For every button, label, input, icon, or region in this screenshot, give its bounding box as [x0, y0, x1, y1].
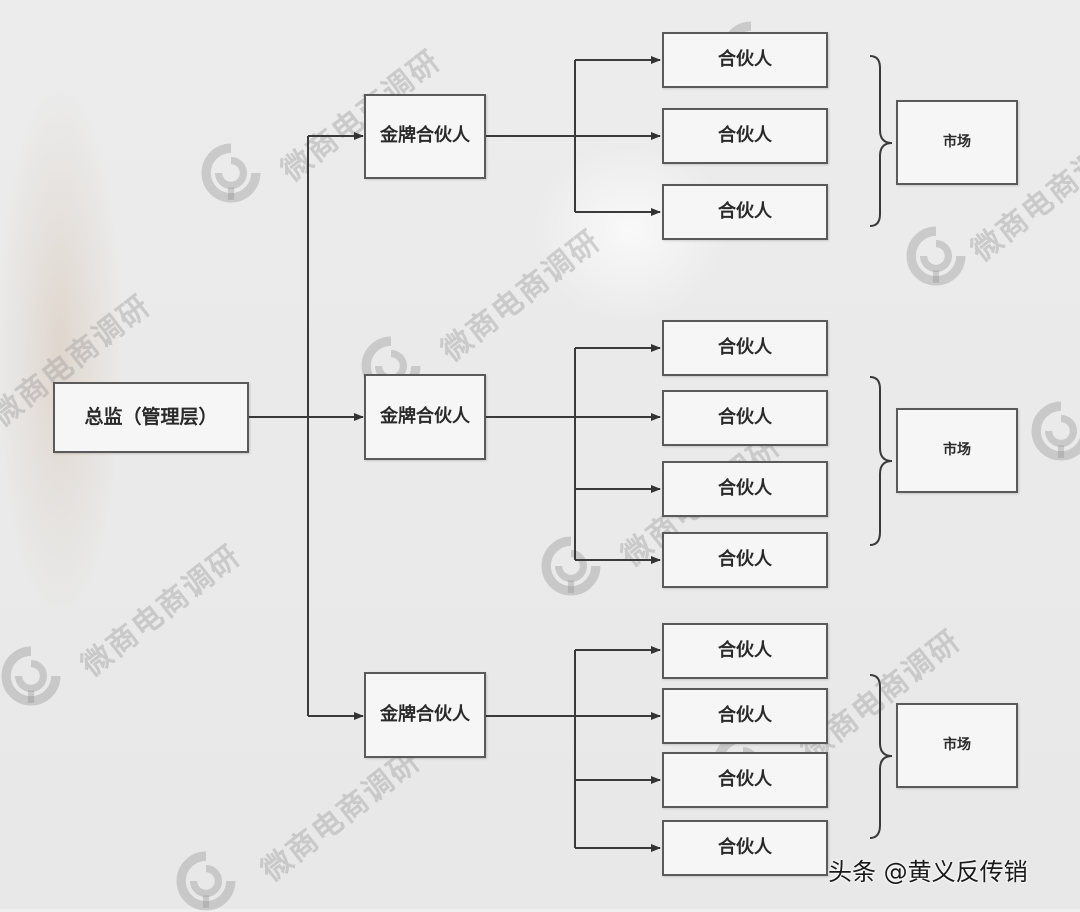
partner-node: 合伙人: [662, 623, 828, 679]
director-label: 总监（管理层）: [84, 405, 218, 428]
partner-node: 合伙人: [662, 688, 828, 744]
partner-node: 合伙人: [662, 184, 828, 240]
partner-label: 合伙人: [718, 639, 772, 661]
market-node: 市场: [896, 100, 1018, 185]
gold-partner-label: 金牌合伙人: [380, 125, 470, 147]
gold-partner-label: 金牌合伙人: [380, 703, 470, 725]
market-label: 市场: [943, 737, 971, 754]
director-node: 总监（管理层）: [53, 382, 249, 453]
market-node: 市场: [896, 408, 1018, 493]
partner-node: 合伙人: [662, 320, 828, 376]
market-node: 市场: [896, 703, 1018, 788]
partner-label: 合伙人: [718, 48, 772, 70]
market-label: 市场: [943, 442, 971, 459]
market-label: 市场: [943, 134, 971, 151]
partner-node: 合伙人: [662, 108, 828, 164]
partner-label: 合伙人: [718, 406, 772, 428]
curly-brace: [869, 55, 893, 227]
gold-partner-node: 金牌合伙人: [364, 94, 486, 179]
partner-label: 合伙人: [718, 768, 772, 790]
partner-node: 合伙人: [662, 820, 828, 876]
partner-label: 合伙人: [718, 336, 772, 358]
partner-node: 合伙人: [662, 752, 828, 808]
gold-partner-label: 金牌合伙人: [380, 405, 470, 427]
partner-node: 合伙人: [662, 32, 828, 88]
partner-label: 合伙人: [718, 200, 772, 222]
curly-brace: [869, 674, 893, 839]
partner-label: 合伙人: [718, 836, 772, 858]
partner-label: 合伙人: [718, 124, 772, 146]
curly-brace: [869, 376, 893, 546]
footer-credit: 头条 @黄义反传销: [828, 858, 1028, 886]
gold-partner-node: 金牌合伙人: [364, 672, 486, 758]
partner-label: 合伙人: [718, 704, 772, 726]
partner-node: 合伙人: [662, 390, 828, 446]
partner-label: 合伙人: [718, 477, 772, 499]
partner-label: 合伙人: [718, 548, 772, 570]
partner-node: 合伙人: [662, 461, 828, 517]
gold-partner-node: 金牌合伙人: [364, 374, 486, 460]
partner-node: 合伙人: [662, 532, 828, 588]
